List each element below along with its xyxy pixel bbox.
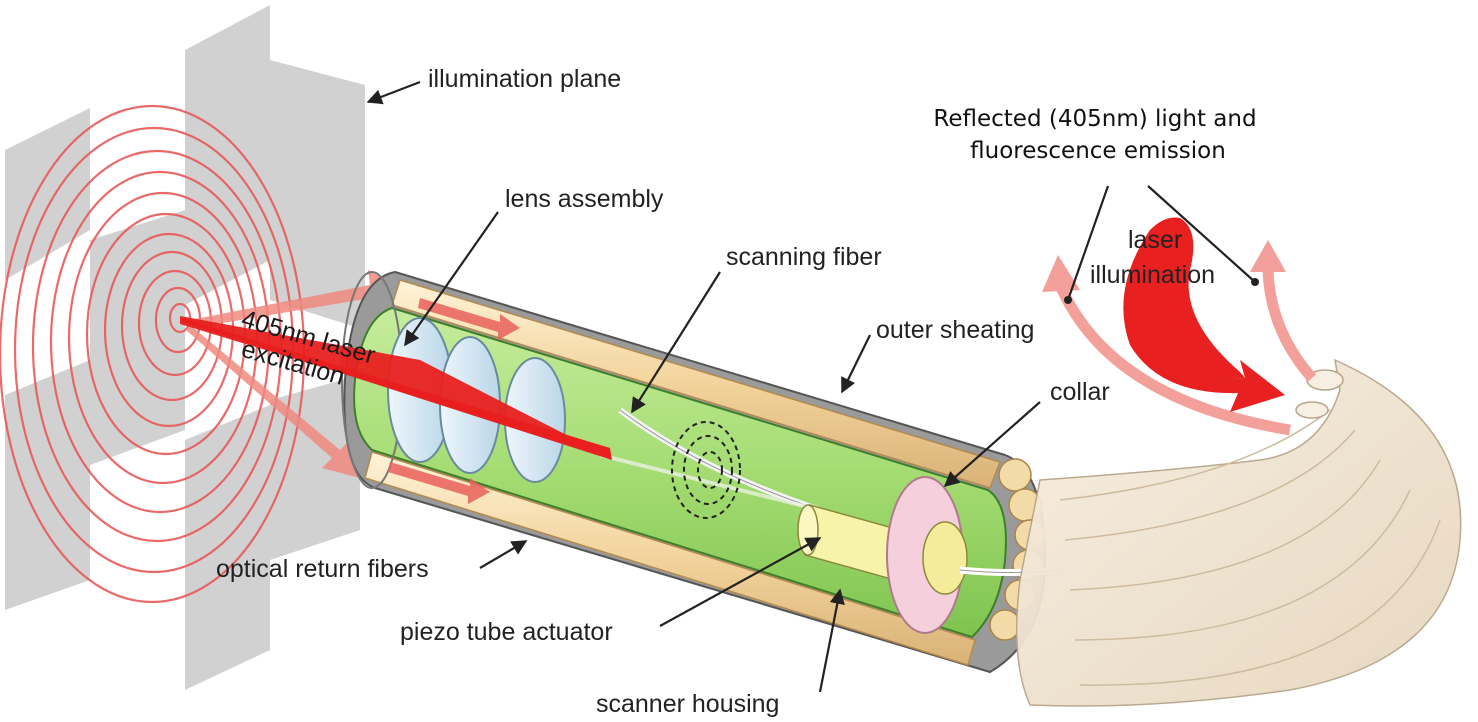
leader-lines bbox=[366, 80, 1259, 693]
fiber-scan-pattern bbox=[671, 421, 741, 519]
label-scanning-fiber: scanning fiber bbox=[726, 243, 882, 271]
return-light-arc-left bbox=[1054, 282, 1291, 436]
label-reflected-line2: fluorescence emission bbox=[970, 138, 1226, 164]
optical-return-fiber-bottom bbox=[364, 451, 976, 666]
illumination-plane bbox=[5, 108, 90, 280]
label-illumination-plane: illumination plane bbox=[428, 65, 621, 93]
return-light-arc-right bbox=[1262, 269, 1317, 382]
return-light-arrows bbox=[186, 270, 405, 478]
optical-return-fiber-top bbox=[391, 279, 1001, 489]
label-laser-illumination-line1: laser bbox=[1128, 226, 1182, 254]
illumination-plane bbox=[185, 405, 270, 690]
label-lens-assembly: lens assembly bbox=[505, 185, 664, 213]
label-outer-sheating: outer sheating bbox=[876, 316, 1034, 344]
label-scanner-housing: scanner housing bbox=[596, 690, 779, 718]
illumination-plane bbox=[5, 360, 90, 610]
label-piezo-tube-actuator: piezo tube actuator bbox=[400, 618, 613, 646]
label-optical-return-fibers: optical return fibers bbox=[216, 555, 429, 583]
fiber-bundle bbox=[1015, 358, 1462, 707]
label-laser-illumination-line2: illumination bbox=[1090, 261, 1215, 289]
laser-illumination-arrow bbox=[1123, 220, 1285, 412]
label-reflected-line1: Reflected (405nm) light and bbox=[933, 106, 1256, 132]
label-collar: collar bbox=[1050, 378, 1110, 406]
laser-illumination-arrows bbox=[1042, 217, 1317, 436]
